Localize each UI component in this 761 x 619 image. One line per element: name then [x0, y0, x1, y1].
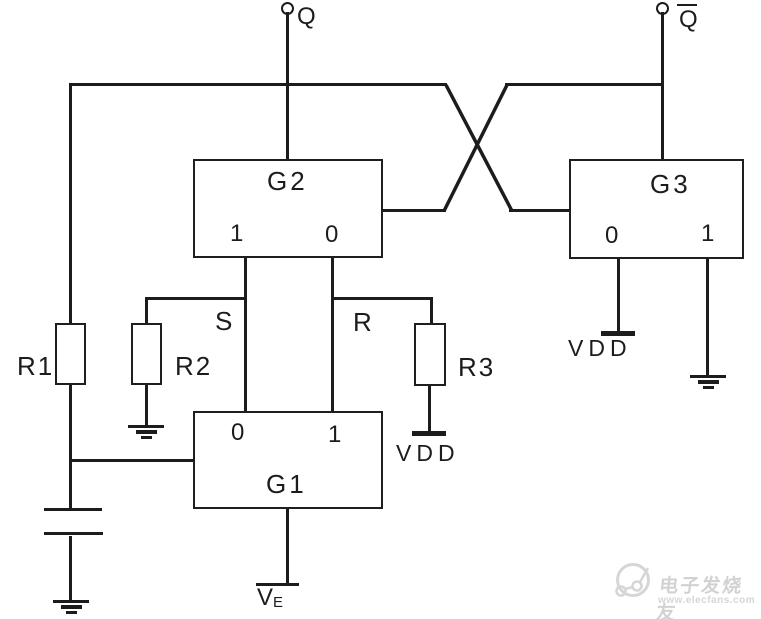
wire-r-column	[331, 258, 334, 411]
g2-pin-left: 1	[230, 220, 244, 247]
g3-pin-right: 1	[701, 220, 715, 247]
resistor-r2-icon	[131, 323, 162, 385]
vdd-r3-label: VDD	[396, 440, 460, 466]
ve-rail-icon	[256, 583, 299, 586]
gate-g2-label: G2	[267, 166, 308, 196]
vdd-rail-g3-icon	[601, 331, 635, 336]
resistor-r1-icon	[55, 323, 86, 385]
g2-pin-right: 0	[325, 221, 339, 248]
wire-top-left-horizontal	[69, 83, 447, 86]
wire-left-to-r1	[69, 83, 72, 323]
wire-r2-to-ground	[145, 385, 148, 425]
capacitor-icon	[44, 508, 102, 511]
wire-s-column	[244, 258, 247, 411]
vdd-g3-label: VDD	[568, 335, 632, 361]
wire-r-branch	[331, 297, 433, 300]
resistor-r3-label: R3	[458, 352, 496, 382]
watermark-url: www.elecfans.com	[658, 595, 756, 606]
wire-to-g1-left-input	[69, 459, 193, 462]
vdd-rail-r3-icon	[412, 431, 446, 436]
wire-top-right-horizontal	[505, 83, 664, 86]
wire-g3-pin1-to-ground	[706, 259, 709, 376]
wire-g1-to-ve	[286, 509, 289, 585]
resistor-r2-label: R2	[175, 351, 213, 381]
diagonal-wire-g2-to-qbar	[442, 84, 509, 212]
q-terminal-label: Q	[297, 3, 316, 30]
qbar-terminal-label: Q	[679, 6, 698, 33]
g1-pin-left: 0	[231, 419, 245, 446]
resistor-r1-label: R1	[17, 351, 55, 381]
ve-label-sub: E	[273, 594, 284, 611]
wire-g3-input-stub	[509, 209, 569, 212]
g3-pin-left: 0	[605, 222, 619, 249]
wire-r2-top	[145, 297, 148, 323]
elecfans-logo-icon	[615, 563, 650, 597]
capacitor-plate-bottom	[44, 532, 103, 535]
g1-pin-right: 1	[328, 421, 342, 448]
ve-label-v: V	[257, 584, 274, 611]
gate-g1-label: G1	[266, 469, 307, 499]
ground-capacitor-icon	[53, 600, 89, 614]
net-s-label: S	[215, 306, 233, 336]
gate-g3-box	[569, 159, 744, 259]
net-r-label: R	[353, 307, 372, 337]
wire-s-branch	[145, 297, 247, 300]
diagonal-wire-left-to-g3	[444, 84, 514, 212]
gate-g2-box	[193, 159, 383, 258]
qbar-overline	[677, 4, 697, 6]
wire-r1-to-capacitor	[69, 385, 72, 510]
wire-capacitor-to-ground	[69, 536, 72, 601]
wire-r3-to-vdd	[428, 386, 431, 433]
ground-r2-icon	[128, 425, 164, 439]
wire-g3-pin0-to-vdd	[617, 259, 620, 333]
gate-g1-box	[193, 411, 383, 509]
wire-r3-top	[430, 297, 433, 323]
ve-label: VE	[257, 584, 284, 611]
gate-g3-label: G3	[650, 169, 691, 199]
wire-g2-output-stub	[383, 209, 446, 212]
ground-g3-icon	[690, 375, 726, 389]
resistor-r3-icon	[414, 323, 446, 386]
